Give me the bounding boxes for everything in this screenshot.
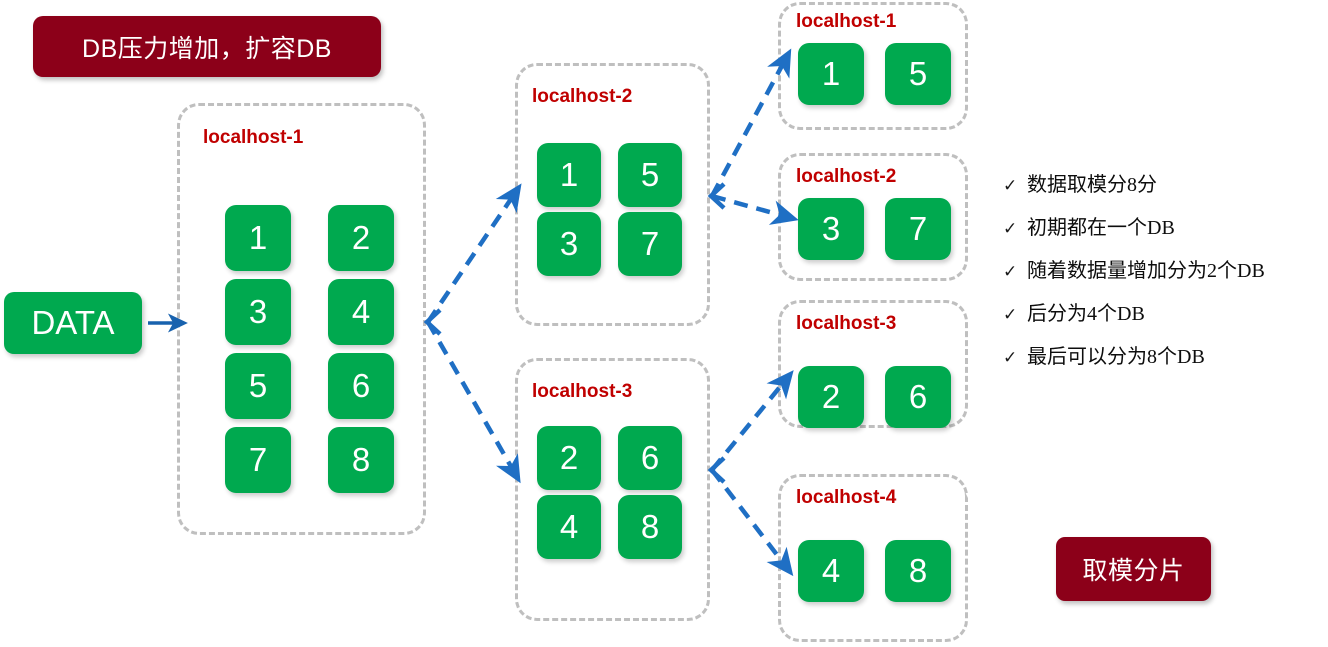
check-icon: ✓ — [1003, 348, 1018, 367]
arrow-host3-to-stage3-host3 — [710, 370, 794, 472]
stage3-tile: 6 — [885, 366, 951, 428]
stage2-tile: 8 — [618, 495, 682, 559]
arrow-host3-to-stage3-host4 — [710, 468, 794, 577]
arrow-stage1-to-host3 — [426, 320, 521, 484]
stage2-tile: 3 — [537, 212, 601, 276]
stage3-tile: 1 — [798, 43, 864, 105]
stage3-tile: 5 — [885, 43, 951, 105]
stage1-tile: 6 — [328, 353, 394, 419]
stage1-tile: 7 — [225, 427, 291, 493]
stage1-tile: 5 — [225, 353, 291, 419]
arrow-host2-to-stage3-host1 — [710, 48, 792, 198]
stage2-host-label-2: localhost-2 — [532, 86, 633, 107]
arrow-host2-to-stage3-host2 — [711, 193, 799, 225]
check-icon: ✓ — [1003, 176, 1018, 195]
arrow-stage1-to-host2 — [426, 183, 522, 324]
stage3-tile: 4 — [798, 540, 864, 602]
stage1-tile: 2 — [328, 205, 394, 271]
bullet-list: ✓ 数据取模分8分 ✓ 初期都在一个DB ✓ 随着数据量增加分为2个DB ✓ 后… — [1003, 168, 1328, 383]
stage2-tile: 1 — [537, 143, 601, 207]
stage1-tile: 3 — [225, 279, 291, 345]
bullet-item: ✓ 后分为4个DB — [1003, 297, 1328, 326]
stage3-host-label-3: localhost-3 — [796, 313, 897, 334]
bullet-item: ✓ 最后可以分为8个DB — [1003, 340, 1328, 369]
modulo-sharding-badge: 取模分片 — [1056, 537, 1211, 601]
stage2-tile: 4 — [537, 495, 601, 559]
stage1-tile: 4 — [328, 279, 394, 345]
stage3-tile: 8 — [885, 540, 951, 602]
check-icon: ✓ — [1003, 219, 1018, 238]
stage3-host-container-3 — [778, 300, 968, 428]
bullet-text: 随着数据量增加分为2个DB — [1027, 260, 1265, 282]
stage3-host-label-1: localhost-1 — [796, 11, 897, 32]
bullet-item: ✓ 初期都在一个DB — [1003, 211, 1328, 240]
stage2-tile: 2 — [537, 426, 601, 490]
stage2-tile: 7 — [618, 212, 682, 276]
arrow-branch-marker-host2 — [707, 182, 726, 210]
stage1-tile: 1 — [225, 205, 291, 271]
stage3-host-label-2: localhost-2 — [796, 166, 897, 187]
title-banner: DB压力增加，扩容DB — [33, 16, 381, 77]
stage1-tile: 8 — [328, 427, 394, 493]
bullet-item: ✓ 随着数据量增加分为2个DB — [1003, 254, 1328, 283]
stage1-host-label-1: localhost-1 — [203, 127, 304, 148]
bullet-text: 数据取模分8分 — [1027, 174, 1157, 196]
stage2-tile: 6 — [618, 426, 682, 490]
bullet-text: 最后可以分为8个DB — [1027, 346, 1205, 368]
stage2-host-label-3: localhost-3 — [532, 381, 633, 402]
check-icon: ✓ — [1003, 305, 1018, 324]
stage3-tile: 3 — [798, 198, 864, 260]
stage3-tile: 7 — [885, 198, 951, 260]
stage2-tile: 5 — [618, 143, 682, 207]
data-source-box: DATA — [4, 292, 142, 354]
check-icon: ✓ — [1003, 262, 1018, 281]
stage2-host-container-3 — [515, 358, 710, 621]
stage3-host-label-4: localhost-4 — [796, 487, 897, 508]
arrow-branch-marker-host3 — [707, 456, 726, 484]
stage3-tile: 2 — [798, 366, 864, 428]
bullet-text: 后分为4个DB — [1027, 303, 1145, 325]
arrow-branch-marker-stage1 — [423, 308, 442, 336]
bullet-item: ✓ 数据取模分8分 — [1003, 168, 1328, 197]
bullet-text: 初期都在一个DB — [1027, 217, 1175, 239]
